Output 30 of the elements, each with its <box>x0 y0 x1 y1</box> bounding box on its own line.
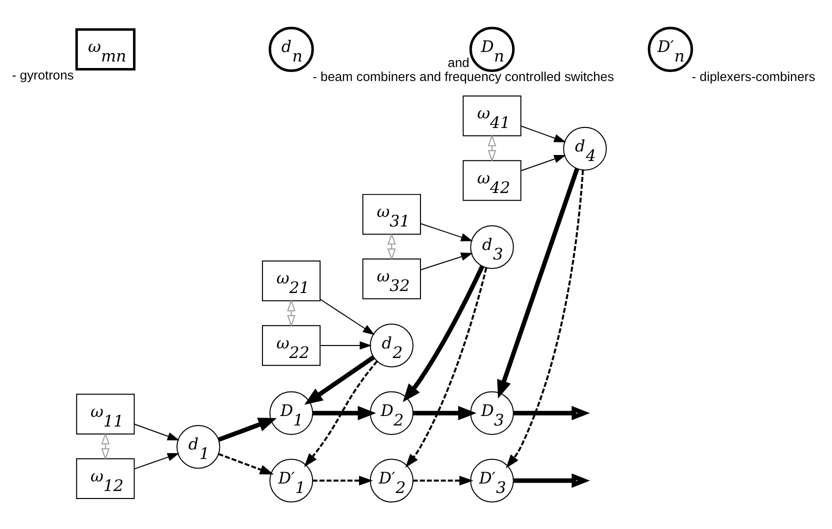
arrow <box>101 432 110 460</box>
node-label: - diplexers-combiners <box>692 68 816 84</box>
arrow <box>413 475 474 486</box>
arrow <box>387 232 396 260</box>
node-label: - beam combiners and frequency controlled switches <box>312 68 614 84</box>
arrow <box>420 252 473 270</box>
arrow <box>287 298 296 327</box>
arrow <box>497 168 580 398</box>
arrow <box>312 475 373 486</box>
arrow <box>312 405 376 420</box>
arrow <box>420 222 473 241</box>
arrow <box>413 405 476 420</box>
node-label: and <box>448 54 470 70</box>
arrow <box>514 472 590 488</box>
arrow <box>304 360 378 467</box>
arrow <box>320 340 372 350</box>
arrow <box>488 134 496 162</box>
arrow <box>218 452 274 474</box>
arrow <box>514 405 590 420</box>
arrow <box>320 298 375 335</box>
node-label: - gyrotrons <box>12 67 74 82</box>
arrow <box>218 417 277 442</box>
arrow <box>134 452 180 469</box>
arrow <box>520 154 566 171</box>
arrow <box>520 125 566 142</box>
arrow <box>134 423 180 440</box>
arrow <box>304 354 375 404</box>
arrow <box>405 267 488 468</box>
arrow <box>402 264 484 402</box>
arrow <box>506 170 584 468</box>
